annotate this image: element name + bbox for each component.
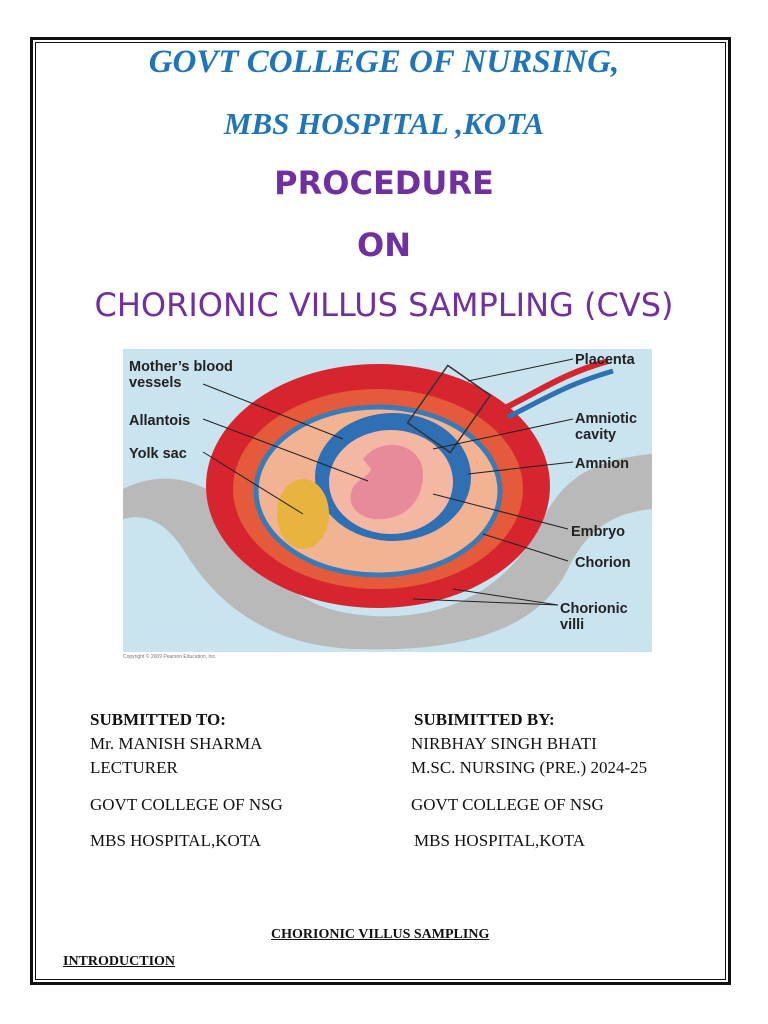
on-heading: ON — [357, 226, 411, 264]
label-embryo: Embryo — [571, 524, 625, 540]
submitted-by-heading: SUBIMITTED BY: — [414, 710, 555, 729]
procedure-heading: PROCEDURE — [274, 164, 494, 202]
submitted-by-hospital: MBS HOSPITAL,KOTA — [414, 831, 586, 850]
label-vessels: vessels — [129, 375, 181, 391]
embryo-diagram: Mother’s blood vessels Allantois Yolk sa… — [123, 349, 652, 652]
subject-title: CHORIONIC VILLUS SAMPLING (CVS) — [94, 286, 674, 324]
submitted-to-heading: SUBMITTED TO: — [90, 710, 226, 729]
submitted-to-hospital: MBS HOSPITAL,KOTA — [90, 831, 262, 850]
section-title: CHORIONIC VILLUS SAMPLING — [271, 927, 490, 942]
umbilical-vessel-red — [501, 358, 609, 412]
umbilical-vessel-blue — [506, 368, 614, 420]
hospital-name: MBS HOSPITAL ,KOTA — [223, 106, 545, 141]
label-allantois: Allantois — [129, 413, 190, 429]
label-chorionic: Chorionic — [560, 601, 628, 617]
label-amnion: Amnion — [575, 456, 629, 472]
submitted-by-name: NIRBHAY SINGH BHATI — [411, 734, 597, 753]
label-cavity: cavity — [575, 427, 616, 443]
submitted-to-name: Mr. MANISH SHARMA — [90, 734, 263, 753]
figure-copyright: Copyright © 2009 Pearson Education, Inc. — [123, 654, 217, 660]
label-villi: villi — [560, 617, 584, 633]
uterine-wall — [123, 454, 652, 650]
submitted-to-designation: LECTURER — [90, 758, 178, 777]
college-name: GOVT COLLEGE OF NURSING, — [148, 44, 620, 80]
label-chorion: Chorion — [575, 555, 631, 571]
label-mothers-blood: Mother’s blood — [129, 359, 233, 375]
embryo-shape — [350, 444, 423, 520]
label-amniotic: Amniotic — [575, 411, 637, 427]
submitted-by-college: GOVT COLLEGE OF NSG — [411, 795, 604, 814]
page-border-outer — [30, 37, 731, 985]
label-yolk-sac: Yolk sac — [129, 446, 187, 462]
submitted-by-course: M.SC. NURSING (PRE.) 2024-25 — [411, 758, 648, 777]
introduction-heading: INTRODUCTION — [63, 954, 176, 969]
leader-lines — [202, 358, 574, 606]
label-placenta: Placenta — [575, 352, 636, 368]
page-border-inner — [35, 42, 726, 980]
submitted-to-college: GOVT COLLEGE OF NSG — [90, 795, 283, 814]
